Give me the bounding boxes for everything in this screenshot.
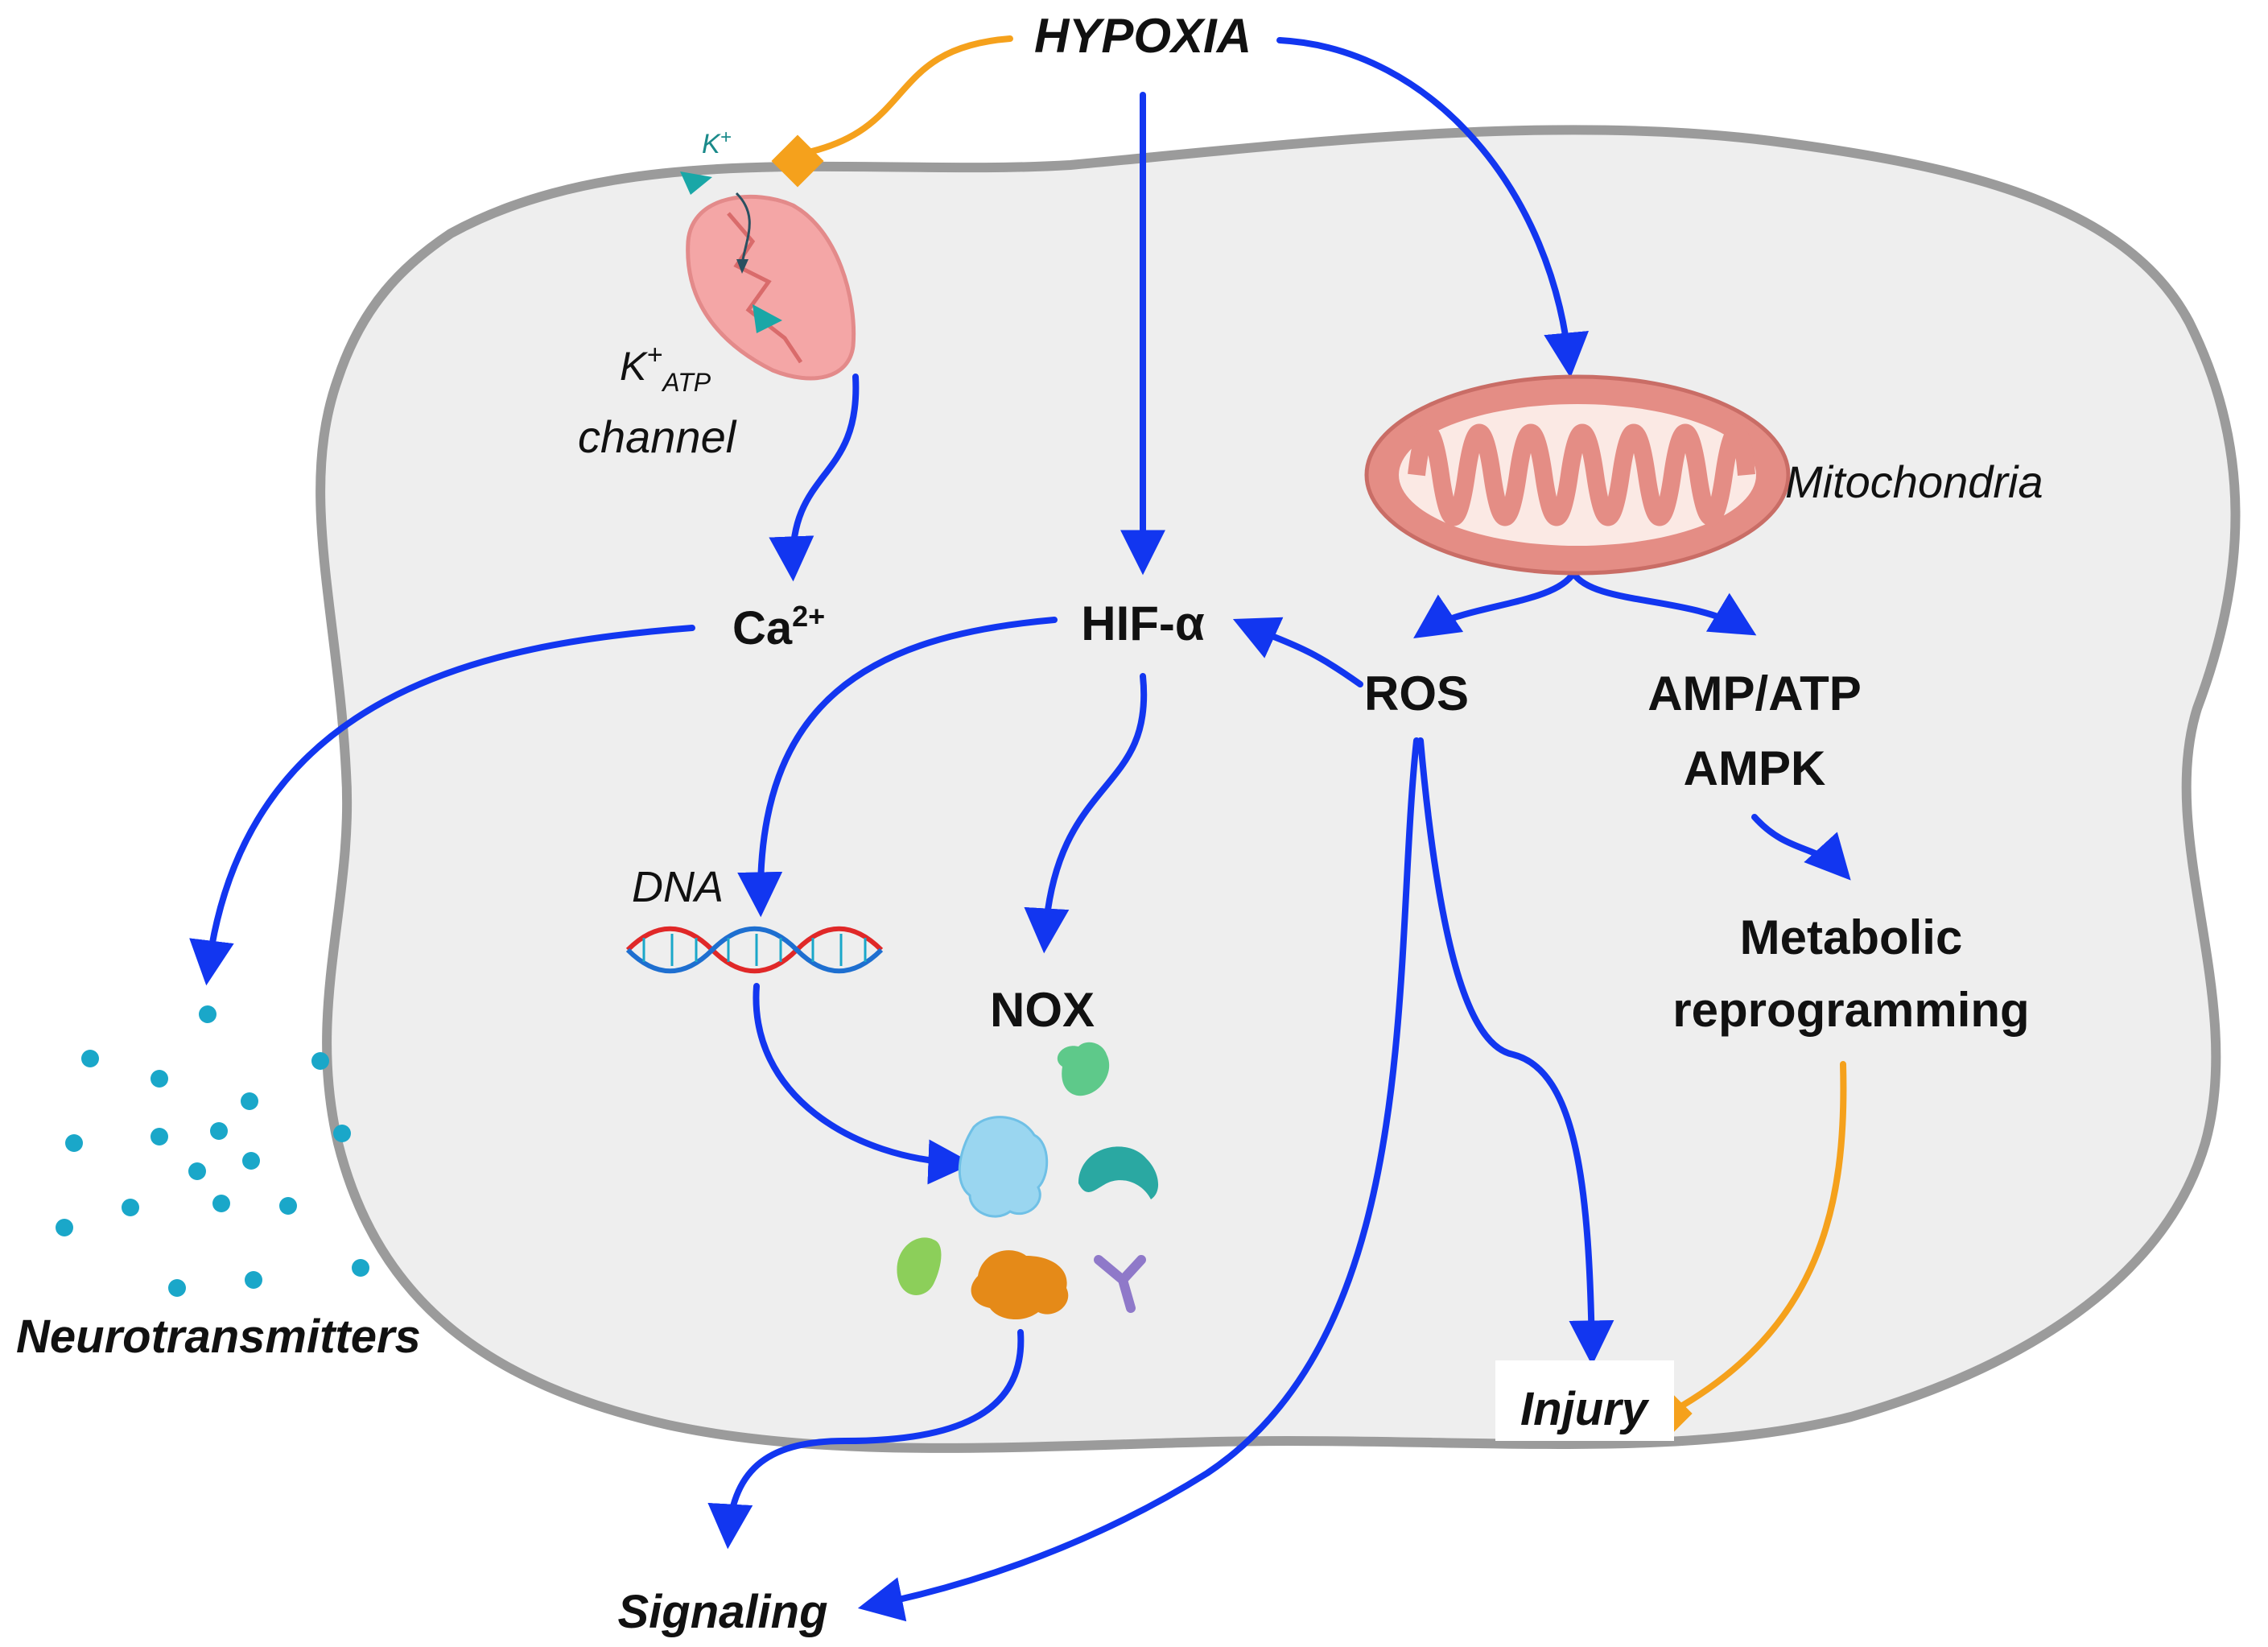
k-ion-label: K+ — [702, 126, 732, 159]
dna-helix-icon — [625, 926, 884, 974]
dna-label: DNA — [632, 863, 724, 911]
arrow-dna-to-proteins — [753, 983, 974, 1185]
hypoxia-label: HYPOXIA — [1034, 9, 1252, 63]
arrow-hif-to-nox — [1024, 673, 1148, 954]
nox-label: NOX — [990, 983, 1095, 1037]
arrow-channel-to-ca — [769, 374, 860, 582]
cell-membrane — [315, 125, 2241, 1453]
katp-channel-icon — [680, 171, 856, 381]
arrow-hif-to-dna — [737, 617, 1058, 918]
ampk-label: AMPK — [1684, 741, 1826, 795]
metabolic-label-line2: reprogramming — [1672, 983, 2029, 1037]
katp-label: K+ATP — [620, 340, 711, 397]
neurotransmitters-label: Neurotransmitters — [16, 1311, 421, 1363]
hif-label: HIF-α — [1081, 596, 1205, 650]
inhibit-hypoxia-channel — [802, 35, 1013, 156]
arrow-ros-to-signaling — [857, 737, 1420, 1622]
ros-label: ROS — [1364, 667, 1469, 720]
amp-atp-label: AMP/ATP — [1647, 667, 1862, 720]
ca-label: Ca2+ — [732, 600, 825, 654]
arrow-mito-to-ros — [1413, 570, 1577, 639]
arrow-ros-to-injury — [1417, 737, 1614, 1366]
metabolic-label-line1: Metabolic — [1740, 910, 1963, 964]
arrow-ca-to-neurotransmitters — [189, 625, 695, 986]
signaling-label: Signaling — [618, 1586, 828, 1638]
injury-label: Injury — [1520, 1383, 1650, 1435]
arrow-proteins-to-signaling — [707, 1329, 1025, 1550]
arrow-mito-to-amp — [1570, 570, 1757, 636]
mitochondria-icon — [1364, 374, 1791, 576]
protein-cluster-icon — [897, 1042, 1159, 1320]
arrow-hypoxia-to-mitochondria — [1276, 37, 1589, 378]
mitochondria-label: Mitochondria — [1785, 456, 2043, 507]
inhibit-metabolic-injury — [1671, 1061, 1847, 1414]
injury-label-box — [1495, 1360, 1674, 1441]
channel-label: channel — [578, 411, 737, 462]
arrow-ros-to-hif — [1232, 617, 1363, 687]
inhibit-end-channel — [771, 134, 824, 188]
arrow-ampk-to-metabolic — [1751, 814, 1851, 881]
neurotransmitter-dots-icon — [56, 1005, 369, 1297]
